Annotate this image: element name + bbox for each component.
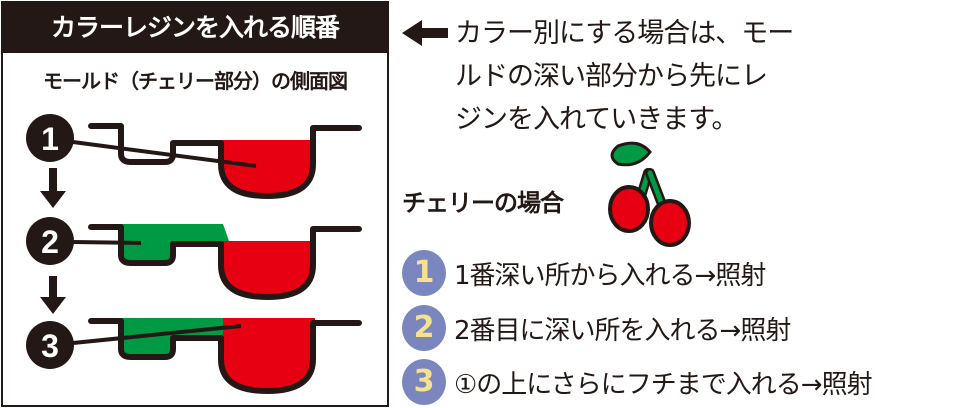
cherry-section-title: チェリーの場合 [402, 189, 564, 217]
green-resin-fill [121, 224, 229, 263]
left-arrow-icon [402, 20, 448, 46]
mold-step-1 [72, 126, 359, 196]
step-badge: 2 [402, 305, 446, 351]
red-resin-fill [221, 241, 313, 297]
step-3-marker [26, 321, 74, 369]
down-arrow-icon [40, 276, 66, 314]
cherry-step-3: 3 ①の上にさらにフチまで入れる→照射 [402, 359, 873, 405]
note-line: ルドの深い部分から先にレ [455, 61, 768, 92]
step-text: ①の上にさらにフチまで入れる→照射 [454, 369, 873, 400]
leader-line [72, 240, 142, 245]
red-resin-fill [221, 318, 315, 391]
note-line: ジンを入れていきます。 [455, 104, 739, 135]
step-badge: 1 [402, 250, 446, 296]
leader-line [72, 140, 257, 168]
instruction-note: カラー別にする場合は、モー ルドの深い部分から先にレ ジンを入れていきます。 [455, 12, 794, 141]
mold-step-2 [72, 224, 359, 297]
step-3-number: 3 [41, 328, 59, 364]
down-arrow-icon [40, 168, 66, 208]
step-text: 1番深い所から入れる→照射 [454, 260, 766, 291]
cherry-step-1: 1 1番深い所から入れる→照射 [402, 250, 766, 296]
step-1-marker [26, 114, 74, 162]
panel-title: カラーレジンを入れる順番 [3, 3, 387, 53]
cherry-step-2: 2 2番目に深い所を入れる→照射 [402, 305, 791, 351]
leader-line [72, 324, 242, 345]
step-2-number: 2 [41, 224, 59, 260]
mold-side-diagram: 1 2 3 [26, 114, 387, 405]
mold-step-3 [72, 318, 359, 391]
step-2-marker [26, 217, 74, 265]
step-1-number: 1 [41, 121, 59, 157]
resin-order-panel: カラーレジンを入れる順番 モールド（チェリー部分）の側面図 1 2 [1, 1, 389, 407]
note-line: カラー別にする場合は、モー [455, 18, 794, 49]
cherry-icon [608, 141, 691, 247]
panel-subtitle: モールド（チェリー部分）の側面図 [43, 69, 348, 93]
step-text: 2番目に深い所を入れる→照射 [454, 315, 791, 346]
red-resin-fill [221, 140, 313, 196]
step-badge: 3 [402, 359, 446, 405]
